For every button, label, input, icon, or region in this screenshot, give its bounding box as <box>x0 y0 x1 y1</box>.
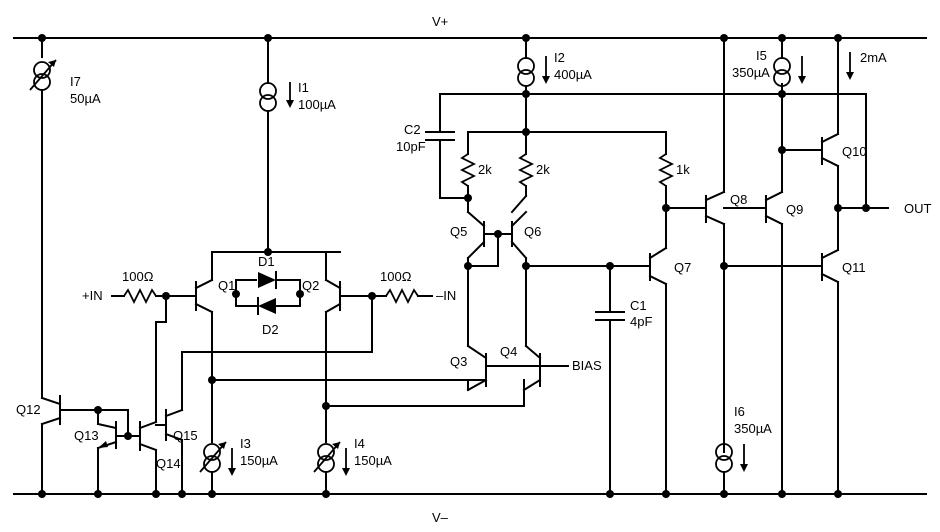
out-label[interactable]: OUT <box>904 201 932 216</box>
transistor-q8 <box>665 37 726 441</box>
q15-label: Q15 <box>173 428 198 443</box>
i4-name: I4 <box>354 436 365 451</box>
q12-label: Q12 <box>16 402 41 417</box>
q1-label: Q1 <box>218 278 235 293</box>
resistor-in-minus <box>339 287 433 353</box>
i5-value: 350µA <box>732 65 770 80</box>
transistor-q14 <box>97 321 158 495</box>
bias-label[interactable]: BIAS <box>572 358 602 373</box>
minus-in-label[interactable]: –IN <box>436 288 456 303</box>
label-2ma <box>846 52 854 80</box>
transistor-q12 <box>40 395 99 495</box>
current-source-i3 <box>199 379 236 495</box>
q2-label: Q2 <box>302 278 319 293</box>
i4-value: 150µA <box>354 453 392 468</box>
transistor-q10 <box>781 37 840 251</box>
i1-value: 100µA <box>298 97 336 112</box>
c2-name: C2 <box>404 122 421 137</box>
q5-label: Q5 <box>450 224 467 239</box>
current-source-i4 <box>313 405 350 495</box>
i3-name: I3 <box>240 436 251 451</box>
transistor-q15 <box>155 351 373 495</box>
vplus-label: V+ <box>432 14 448 29</box>
resistor-r6 <box>510 131 535 214</box>
r-in-plus-value: 100Ω <box>122 269 154 284</box>
transistor-q3 <box>466 344 488 392</box>
r-in-minus-value: 100Ω <box>380 269 412 284</box>
plus-in-label[interactable]: +IN <box>82 288 103 303</box>
r7-value: 1k <box>676 162 690 177</box>
diode-d1 <box>211 251 341 289</box>
transistor-q11 <box>723 248 840 495</box>
diode-d2 <box>235 279 301 315</box>
vminus-label: V– <box>432 510 449 525</box>
transistor-q6 <box>467 210 528 347</box>
q7-label: Q7 <box>674 260 691 275</box>
transistor-q1 <box>194 251 214 381</box>
resistor-in-plus <box>111 287 197 323</box>
i6-value: 350µA <box>734 421 772 436</box>
current-source-i1 <box>259 37 294 253</box>
current-source-i2 <box>517 37 550 133</box>
i5-name: I5 <box>756 48 767 63</box>
c2-value: 10pF <box>396 139 426 154</box>
transistor-q4 <box>485 344 569 392</box>
c1-name: C1 <box>630 298 647 313</box>
q10-label: Q10 <box>842 144 867 159</box>
d2-label: D2 <box>262 322 279 337</box>
resistor-r7 <box>657 131 675 249</box>
q11-label: Q11 <box>842 260 866 275</box>
i1-name: I1 <box>298 80 309 95</box>
i6-name: I6 <box>734 404 745 419</box>
i2-name: I2 <box>554 50 565 65</box>
transistor-q5 <box>466 210 486 347</box>
i7-value: 50µA <box>70 91 101 106</box>
current-source-i5 <box>773 37 806 87</box>
q4-label: Q4 <box>500 344 517 359</box>
transistor-q9 <box>723 83 784 495</box>
q3-label: Q3 <box>450 354 467 369</box>
junction-dots <box>38 34 870 498</box>
i3-value: 150µA <box>240 453 278 468</box>
d1-label: D1 <box>258 254 275 269</box>
q9-label: Q9 <box>786 202 803 217</box>
capacitor-c1 <box>595 265 625 495</box>
i7-name: I7 <box>70 74 81 89</box>
q8-label: Q8 <box>730 192 747 207</box>
r5-value: 2k <box>478 162 492 177</box>
current-source-i7 <box>29 37 57 399</box>
r6-value: 2k <box>536 162 550 177</box>
i10-value: 2mA <box>860 50 887 65</box>
transistor-q2 <box>324 251 342 407</box>
current-source-i6 <box>715 439 748 495</box>
i2-value: 400µA <box>554 67 592 82</box>
transistor-q13 <box>96 409 129 495</box>
capacitor-c2 <box>425 93 469 199</box>
q6-label: Q6 <box>524 224 541 239</box>
c1-value: 4pF <box>630 314 652 329</box>
q13-label: Q13 <box>74 428 99 443</box>
q14-label: Q14 <box>156 456 181 471</box>
transistor-q7 <box>648 246 668 495</box>
